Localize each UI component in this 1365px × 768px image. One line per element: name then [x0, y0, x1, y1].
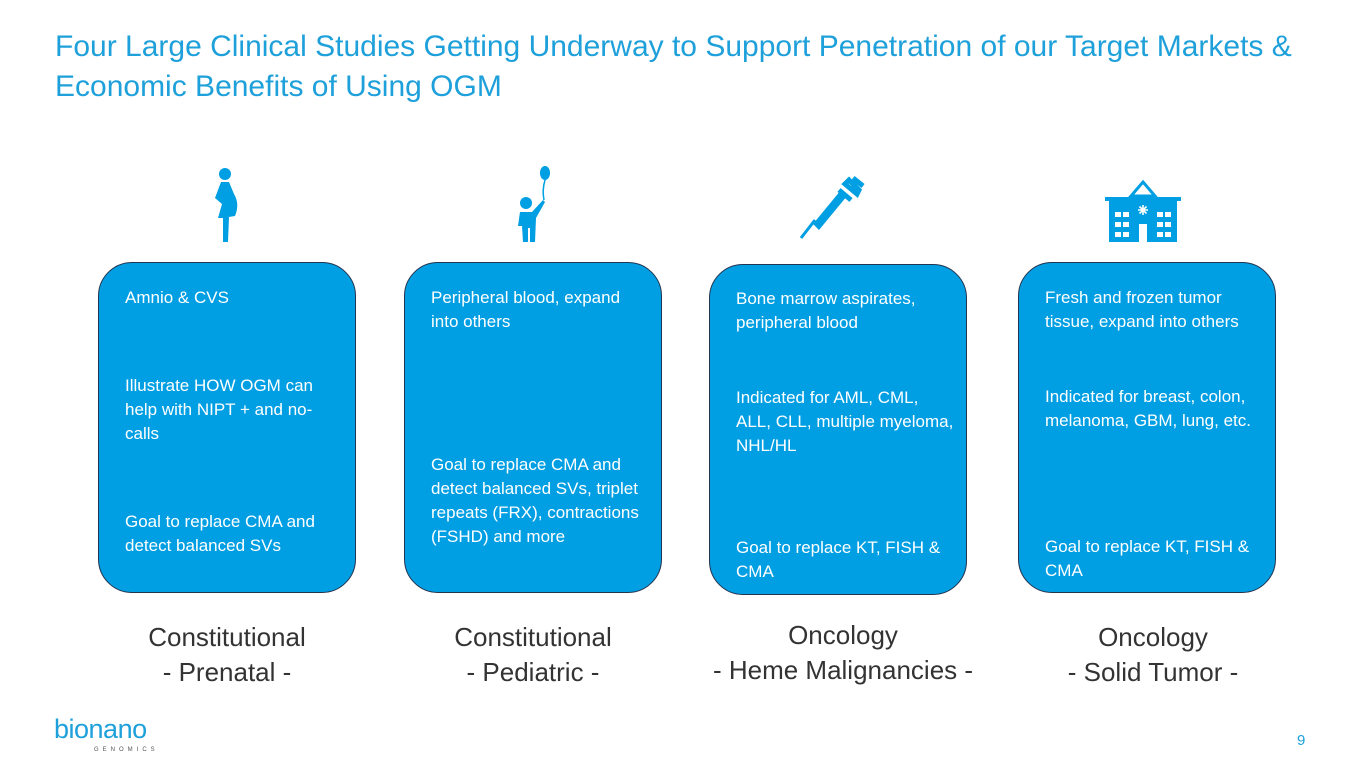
study-box-prenatal: Amnio & CVS Illustrate HOW OGM can help …	[98, 262, 356, 593]
label-line: - Heme Malignancies -	[712, 655, 974, 685]
sample-type: Bone marrow aspirates, peripheral blood	[736, 289, 916, 332]
goal: Goal to replace KT, FISH & CMA	[736, 538, 941, 581]
sample-type: Amnio & CVS	[125, 288, 229, 307]
bionano-logo: bionano GENOMICS	[54, 714, 159, 754]
slide-title: Four Large Clinical Studies Getting Unde…	[55, 30, 1292, 103]
description: Illustrate HOW OGM can help with NIPT + …	[125, 376, 313, 443]
study-box-heme: Bone marrow aspirates, peripheral blood …	[709, 264, 967, 595]
goal: Goal to replace CMA and detect balanced …	[431, 455, 639, 546]
label-line: - Prenatal -	[162, 657, 292, 687]
label-line: - Solid Tumor -	[1067, 657, 1239, 687]
logo-wordmark: bionano	[54, 714, 147, 744]
page-number: 9	[1297, 732, 1306, 749]
goal: Goal to replace CMA and detect balanced …	[125, 512, 315, 555]
sample-type: Peripheral blood, expand into others	[431, 288, 621, 331]
study-box-solid-tumor: Fresh and frozen tumor tissue, expand in…	[1018, 262, 1276, 593]
label-solid-tumor: Oncology - Solid Tumor -	[983, 620, 1323, 690]
pregnant-woman-icon	[215, 168, 238, 242]
label-line: Oncology	[788, 620, 898, 650]
sample-type: Fresh and frozen tumor tissue, expand in…	[1045, 288, 1239, 331]
syringe-icon	[799, 176, 865, 239]
label-pediatric: Constitutional - Pediatric -	[363, 620, 703, 690]
label-line: - Pediatric -	[466, 657, 600, 687]
indications: Indicated for AML, CML, ALL, CLL, multip…	[736, 388, 954, 455]
indications: Indicated for breast, colon, melanoma, G…	[1045, 387, 1251, 430]
logo-subtitle: GENOMICS	[94, 747, 159, 753]
study-box-pediatric: Peripheral blood, expand into others Goa…	[404, 262, 662, 593]
label-line: Constitutional	[454, 622, 612, 652]
label-line: Oncology	[1098, 622, 1208, 652]
label-prenatal: Constitutional - Prenatal -	[57, 620, 397, 690]
hospital-icon	[1105, 179, 1181, 242]
child-balloon-icon	[518, 166, 550, 242]
label-heme: Oncology - Heme Malignancies -	[673, 618, 1013, 688]
label-line: Constitutional	[148, 622, 306, 652]
goal: Goal to replace KT, FISH & CMA	[1045, 537, 1250, 580]
